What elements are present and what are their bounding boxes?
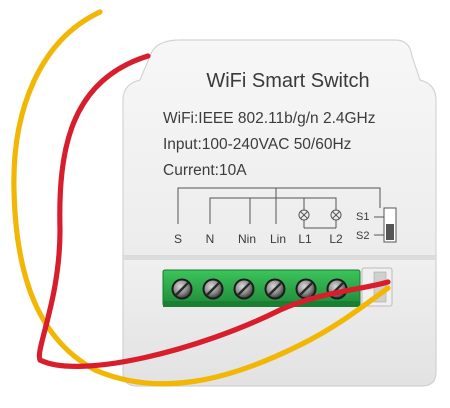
lamp-symbol-l1	[298, 209, 310, 221]
device-title: WiFi Smart Switch	[206, 70, 369, 92]
terminal-label-lin: Lin	[270, 232, 286, 246]
terminal-screw-s	[171, 278, 193, 300]
spec-wifi: WiFi:IEEE 802.11b/g/n 2.4GHz	[163, 110, 376, 127]
terminal-label-nin: Nin	[238, 232, 256, 246]
red-wire	[36, 53, 391, 369]
switch-label-s2: S2	[356, 230, 369, 242]
terminal-label-n: N	[206, 232, 215, 246]
spec-current: Current:10A	[163, 162, 247, 179]
switch-label-s1: S1	[356, 211, 369, 223]
switch-symbol	[374, 207, 397, 243]
terminal-label-l1: L1	[298, 232, 312, 246]
terminal-block-lip	[163, 301, 360, 307]
terminal-screw-nin	[233, 278, 255, 300]
lamp-symbol-l2	[330, 209, 342, 221]
terminal-label-l2: L2	[329, 232, 343, 246]
terminal-screw-n	[202, 278, 224, 300]
terminal-label-s: S	[174, 232, 182, 246]
terminal-screw-lin	[264, 278, 286, 300]
spec-input: Input:100-240VAC 50/60Hz	[163, 136, 351, 153]
terminal-screw-l1	[295, 278, 317, 300]
casing-seam	[123, 256, 436, 260]
wiring-diagram	[177, 187, 381, 229]
